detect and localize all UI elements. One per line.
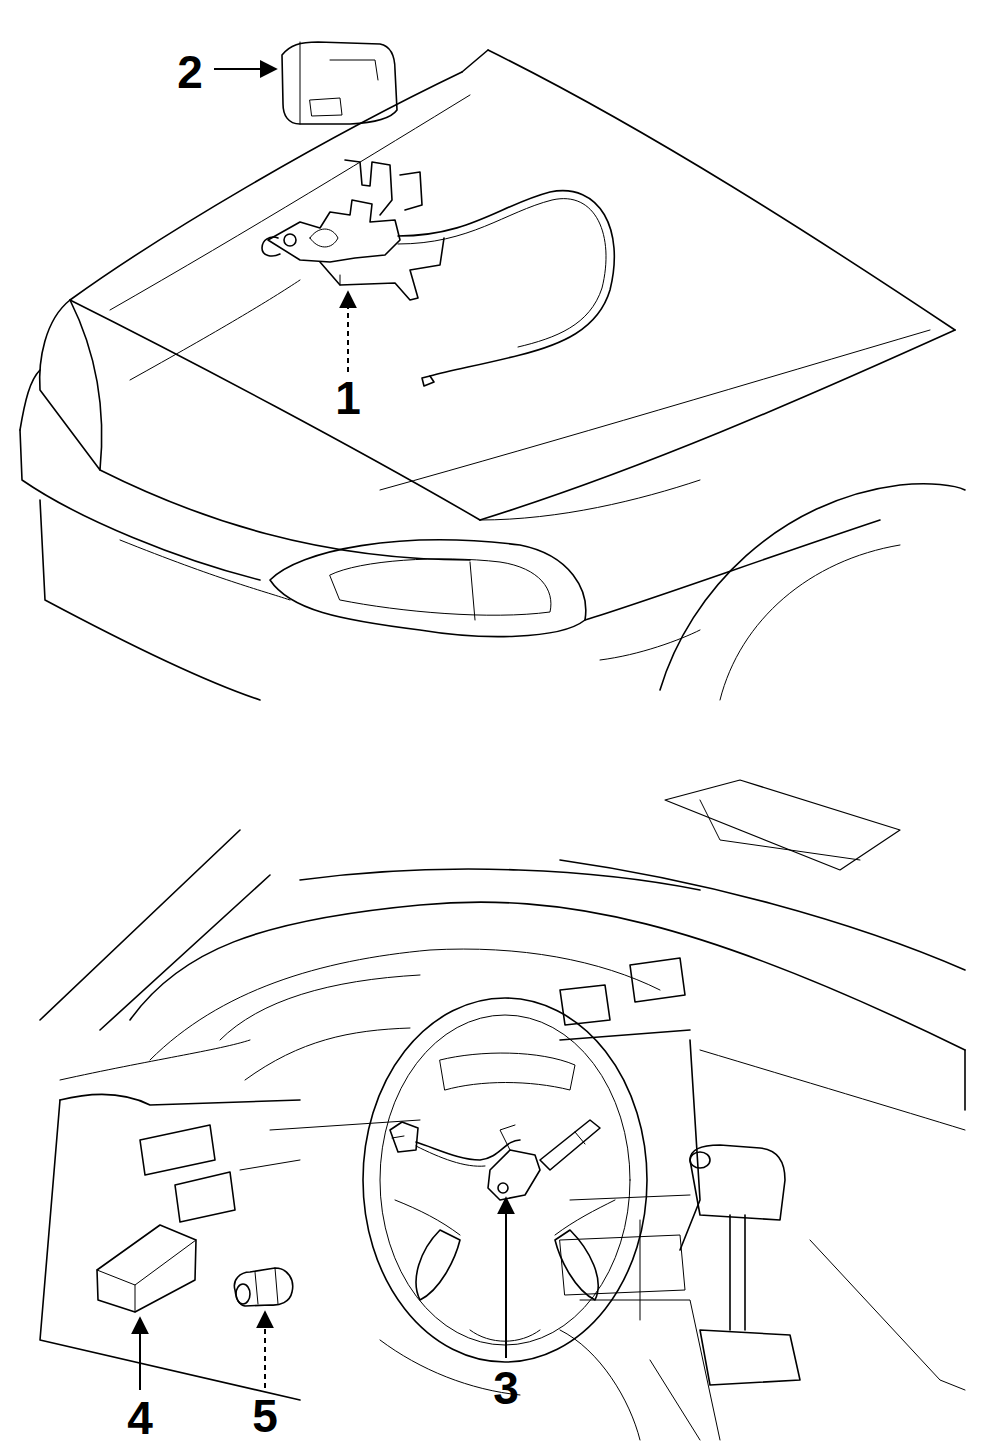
sensor bbox=[234, 1268, 292, 1306]
leader-line bbox=[139, 1318, 141, 1390]
callout-number: 1 bbox=[335, 375, 361, 421]
control-module bbox=[282, 42, 397, 124]
leader-line bbox=[214, 68, 276, 70]
control-unit bbox=[97, 1225, 196, 1312]
callout-number: 3 bbox=[493, 1365, 519, 1411]
car-front-drawing bbox=[20, 42, 965, 700]
callout-number: 2 bbox=[177, 49, 203, 95]
hood-latch bbox=[262, 160, 614, 386]
leader-line bbox=[264, 1312, 266, 1388]
callout-number: 5 bbox=[252, 1393, 278, 1439]
dashboard-drawing bbox=[40, 780, 965, 1440]
control-switch bbox=[390, 1120, 600, 1200]
leader-line bbox=[347, 292, 349, 372]
leader-line bbox=[505, 1198, 507, 1358]
callout-number: 4 bbox=[127, 1395, 153, 1441]
